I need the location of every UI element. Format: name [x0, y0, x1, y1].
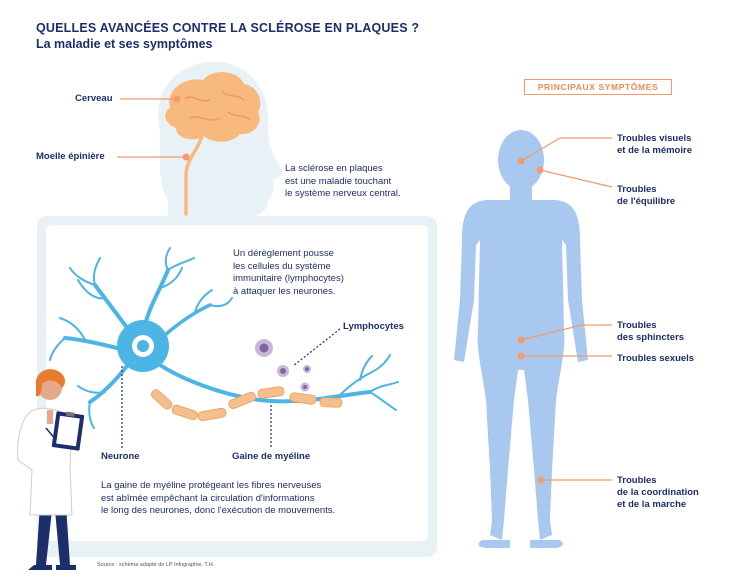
symptom-coordination: Troubles de la coordination et de la mar… [617, 475, 699, 510]
symptom-visual: Troubles visuels et de la mémoire [617, 133, 692, 156]
lymphocytes-label: Lymphocytes [343, 321, 404, 332]
intro-text: La sclérose en plaques est une maladie t… [285, 163, 401, 199]
immune-text: Un dérèglement pousse les cellules du sy… [233, 248, 344, 297]
page-title: QUELLES AVANCÉES CONTRE LA SCLÉROSE EN P… [36, 21, 420, 35]
doctor-figure [17, 369, 85, 570]
myelin-text: La gaine de myéline protégeant les fibre… [101, 480, 336, 516]
source-credit: Source : schéma adapté de LP Infographie… [97, 562, 215, 568]
symptom-sphincters: Troubles des sphincters [617, 320, 685, 343]
neuron-icon [49, 247, 399, 429]
spinal-cord-label: Moelle épinière [36, 151, 105, 162]
symptom-leaders [520, 137, 613, 481]
brain-icon [165, 72, 261, 142]
spinal-cord [184, 134, 204, 216]
symptom-sexual: Troubles sexuels [617, 353, 695, 364]
neuron-nucleus-core [137, 340, 149, 352]
page-subtitle: La maladie et ses symptômes [36, 37, 213, 51]
lymphocyte-cells [255, 339, 311, 392]
symptom-balance: Troubles de l'équilibre [617, 184, 676, 207]
myelin-label: Gaine de myéline [232, 451, 311, 462]
lymphocytes-pointer [292, 328, 341, 367]
neuron-label: Neurone [101, 451, 140, 462]
myelin-sheath [150, 386, 343, 422]
symptom-dots [517, 157, 545, 484]
symptoms-badge: PRINCIPAUX SYMPTÔMES [524, 79, 672, 95]
brain-label: Cerveau [75, 93, 113, 104]
neuron-panel-inner [46, 225, 428, 541]
